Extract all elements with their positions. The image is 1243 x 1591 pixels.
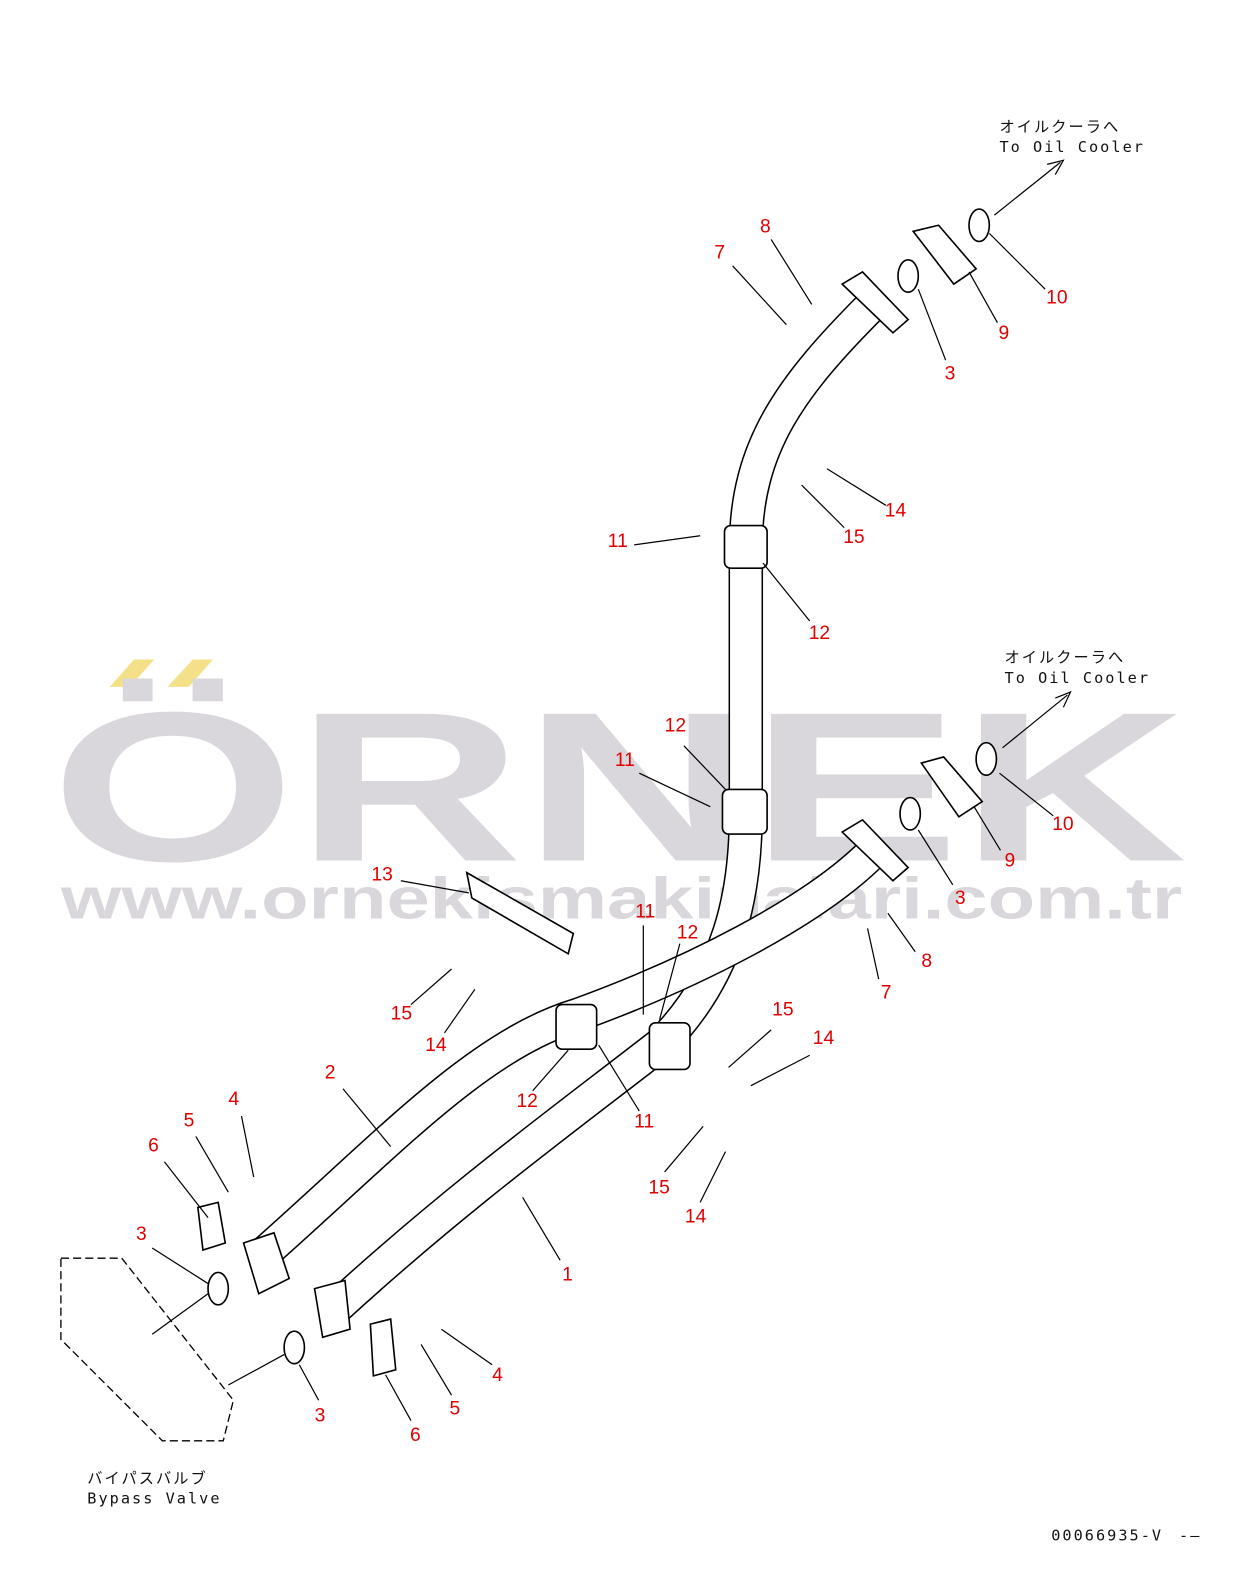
- callout: 7: [714, 243, 725, 264]
- watermark-url: www.ornekismakinalari.com.tr: [60, 866, 1183, 931]
- callout: 15: [391, 1004, 412, 1025]
- callout: 14: [885, 500, 907, 521]
- callout: 3: [955, 888, 966, 909]
- leader-lines: [151, 159, 1072, 1421]
- callout: 13: [371, 865, 392, 886]
- callout: 1: [562, 1265, 573, 1286]
- watermark-brand: ÖRNEK: [51, 668, 1187, 906]
- callout: 12: [516, 1091, 537, 1112]
- callout: 6: [410, 1425, 421, 1446]
- callout: 15: [648, 1177, 669, 1198]
- page-mark: -—: [1179, 1526, 1201, 1544]
- callout: 4: [492, 1365, 503, 1386]
- note-to-oil-cooler-2-en: To Oil Cooler: [1005, 669, 1151, 687]
- callout: 4: [228, 1089, 239, 1110]
- callout: 14: [813, 1028, 835, 1049]
- callout: 10: [1046, 287, 1067, 308]
- callout: 15: [843, 527, 864, 548]
- callout: 15: [772, 1000, 793, 1021]
- callout: 6: [148, 1136, 159, 1157]
- clamps: [60, 208, 998, 1442]
- callout: 3: [136, 1224, 147, 1245]
- callout: 2: [325, 1063, 336, 1084]
- note-bypass-valve-jp: バイパスバルブ: [87, 1469, 207, 1487]
- note-to-oil-cooler-1-en: To Oil Cooler: [999, 138, 1144, 156]
- note-to-oil-cooler-1-jp: オイルクーラへ: [999, 118, 1120, 136]
- callout: 8: [921, 951, 932, 972]
- callout: 9: [998, 323, 1009, 344]
- drawing-number: 00066935-V: [1051, 1526, 1163, 1544]
- callout: 11: [615, 750, 635, 771]
- callout: 12: [665, 716, 686, 737]
- callout: 11: [634, 1111, 654, 1132]
- callout: 11: [608, 531, 628, 552]
- callout: 12: [677, 923, 698, 944]
- callout: 3: [945, 363, 956, 384]
- watermark: ÖRNEK www.ornekismakinalari.com.tr: [51, 659, 1187, 931]
- callout: 9: [1005, 851, 1016, 872]
- callout: 14: [685, 1207, 707, 1228]
- callout: 5: [184, 1110, 195, 1131]
- callouts: 7 8 10 9 3 14 15 11 12 12 11 10 9 3 8 7 …: [136, 216, 1074, 1445]
- callout: 3: [315, 1406, 326, 1427]
- callout: 7: [881, 982, 892, 1003]
- callout: 11: [635, 901, 655, 922]
- callout: 14: [425, 1035, 447, 1056]
- callout: 12: [809, 623, 830, 644]
- note-bypass-valve-en: Bypass Valve: [87, 1490, 221, 1508]
- callout: 8: [760, 216, 771, 237]
- note-to-oil-cooler-2-jp: オイルクーラへ: [1005, 649, 1126, 667]
- callout: 10: [1052, 814, 1073, 835]
- callout: 5: [450, 1398, 461, 1419]
